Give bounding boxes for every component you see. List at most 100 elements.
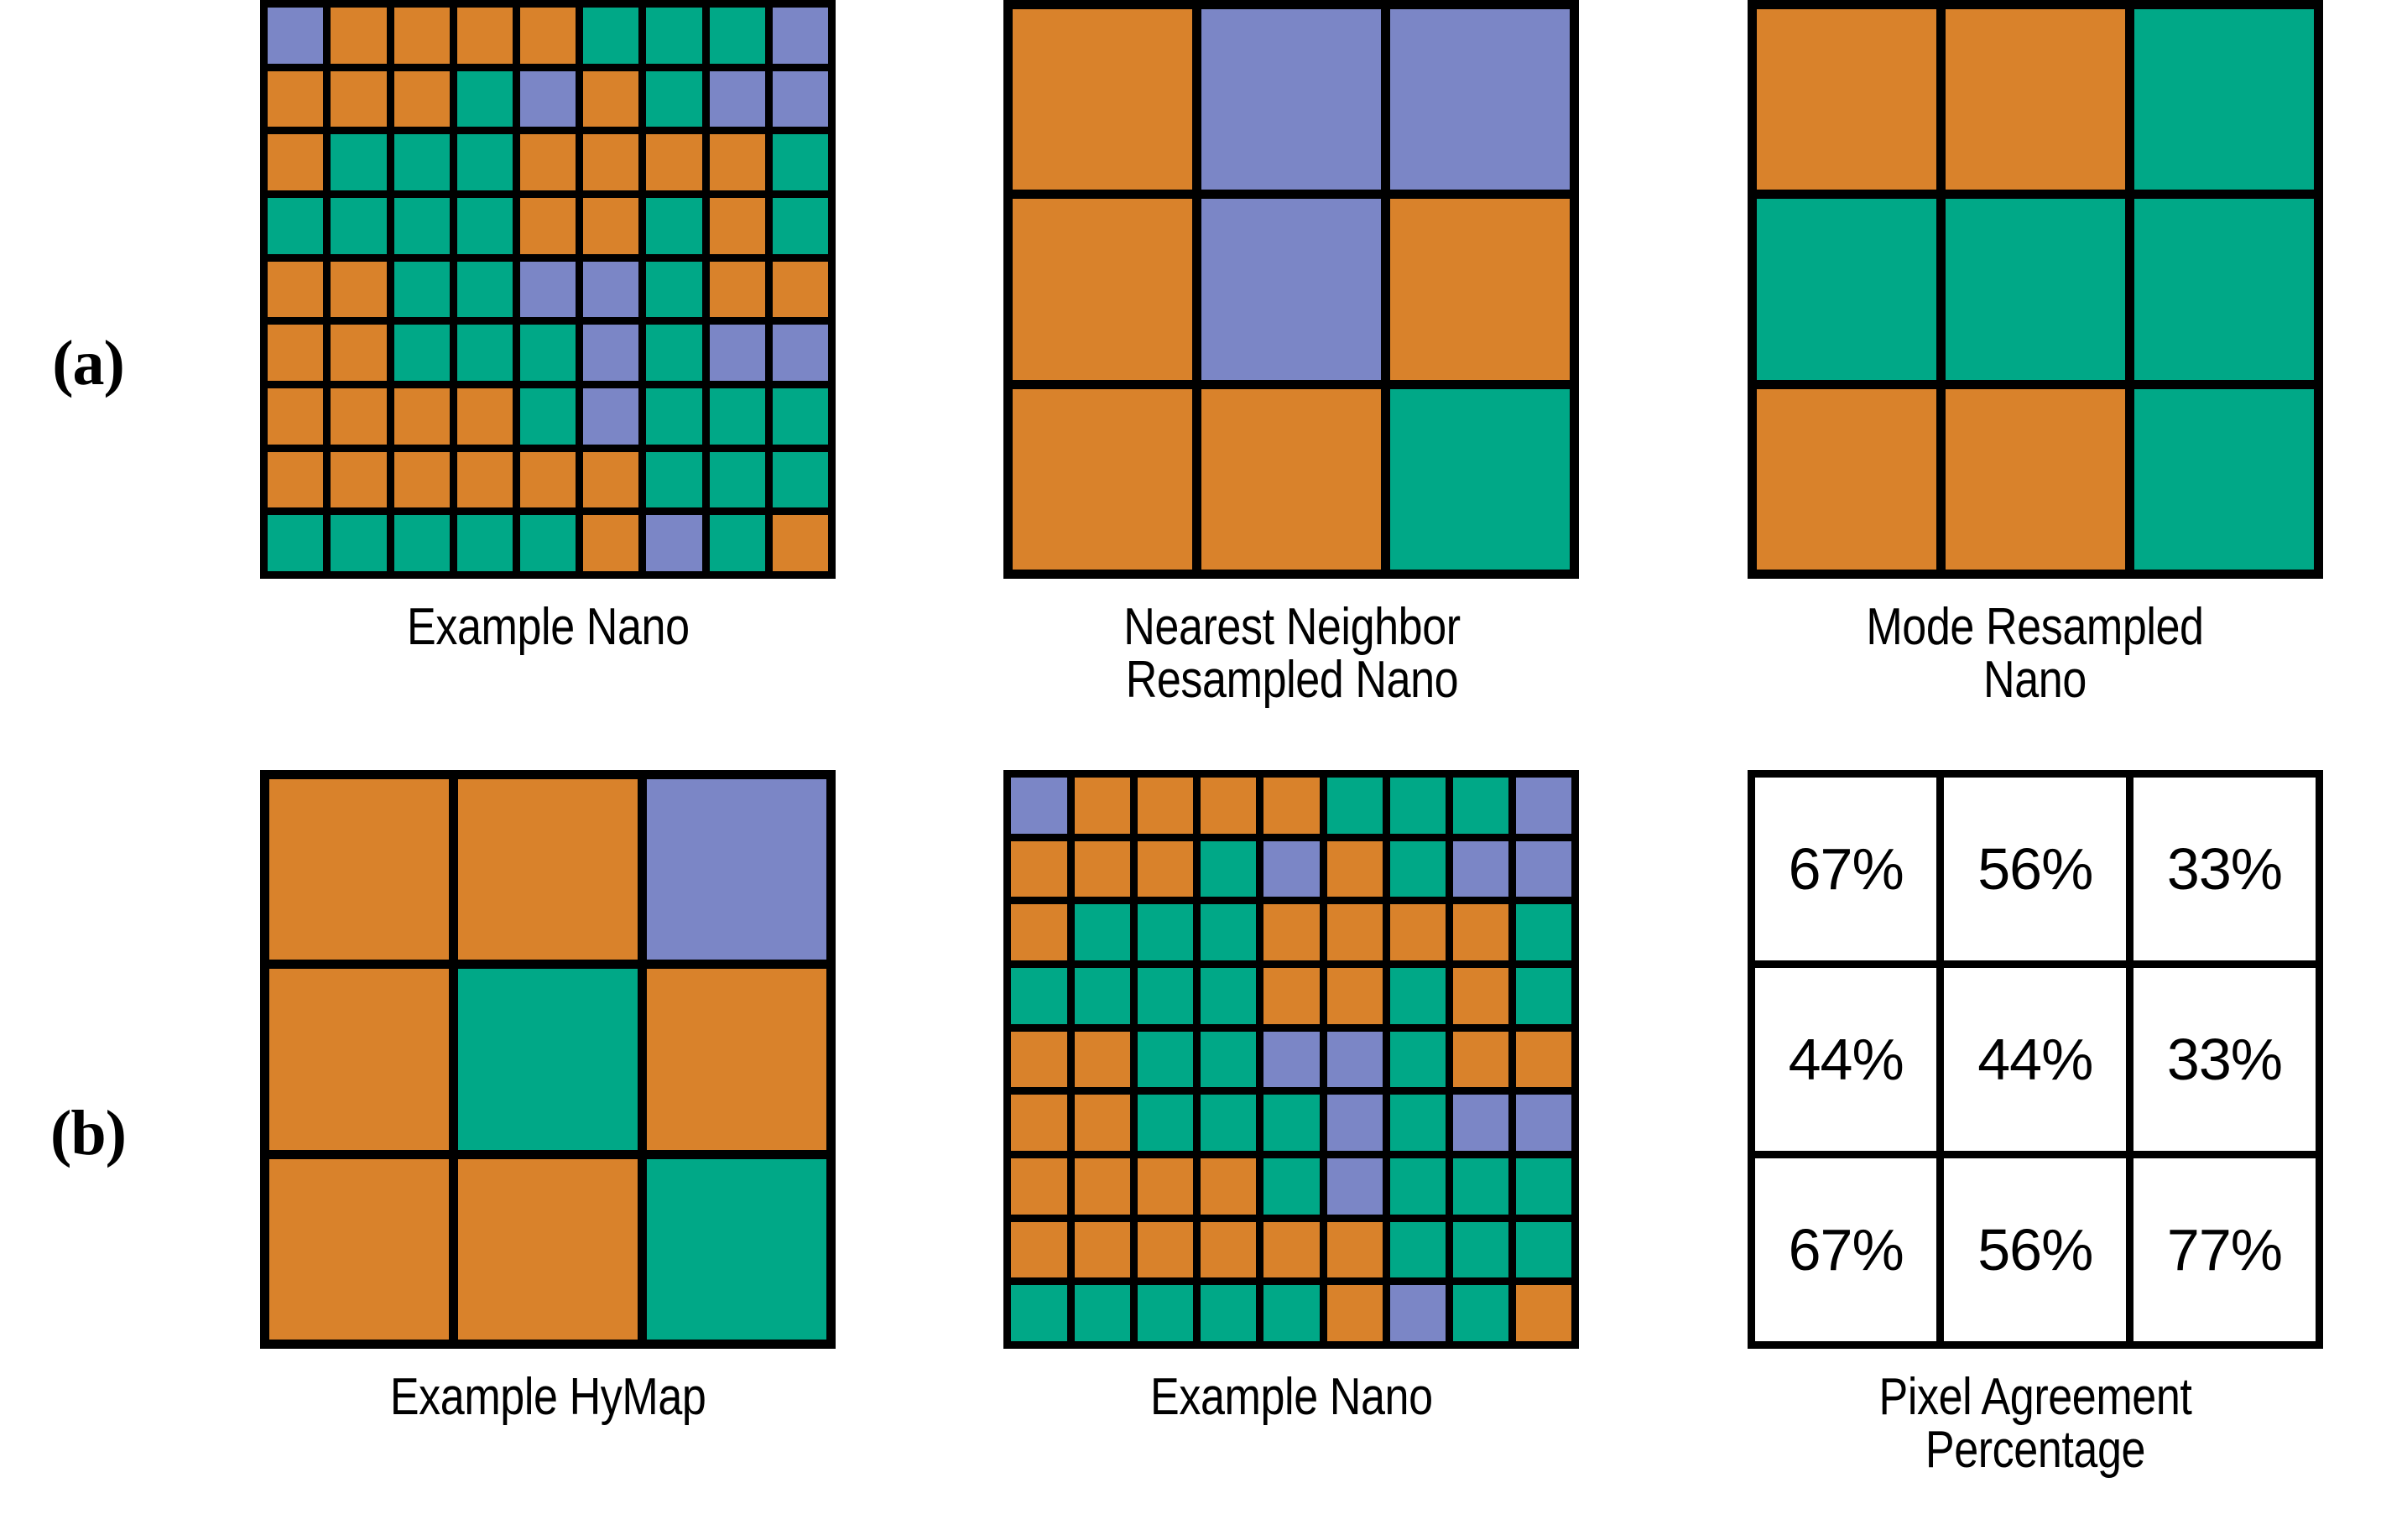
raster-cell (520, 451, 576, 508)
raster-cell (709, 197, 765, 254)
raster-cell (520, 134, 576, 190)
raster-cell (1390, 9, 1571, 190)
raster-cell (583, 325, 639, 381)
pixel-agreement-cell: 77% (2133, 1158, 2316, 1341)
raster-cell (520, 515, 576, 571)
panel-label-b: (b) (50, 1097, 127, 1168)
raster-cell (583, 70, 639, 127)
raster-cell (456, 388, 513, 445)
raster-cell (1137, 1095, 1194, 1151)
raster-cell (1516, 967, 1572, 1024)
raster-cell (1389, 904, 1446, 960)
pixel-agreement-table: 67%56%33%44%44%33%67%56%77% (1747, 770, 2323, 1349)
example-nano-top-caption: Example Nano (406, 598, 690, 656)
raster-cell (1137, 778, 1194, 834)
panel-pixel-agreement: 67%56%33%44%44%33%67%56%77% Pixel Agreem… (1664, 770, 2407, 1540)
raster-cell (1326, 1221, 1383, 1278)
raster-cell (1201, 778, 1257, 834)
raster-cell (1390, 388, 1571, 570)
raster-cell (2133, 199, 2314, 380)
raster-cell (1516, 1221, 1572, 1278)
raster-cell (1326, 1095, 1383, 1151)
raster-cell (583, 388, 639, 445)
raster-cell (1201, 388, 1382, 570)
pixel-agreement-cell: 44% (1944, 968, 2127, 1151)
raster-cell (1201, 904, 1257, 960)
raster-cell (456, 134, 513, 190)
raster-cell (583, 134, 639, 190)
raster-cell (772, 197, 829, 254)
nearest-neighbor-caption: Nearest Neighbor Resampled Nano (1123, 598, 1461, 710)
raster-cell (269, 779, 450, 960)
raster-cell (1326, 1158, 1383, 1215)
raster-cell (646, 70, 702, 127)
raster-cell (1137, 1221, 1194, 1278)
raster-cell (1453, 840, 1509, 897)
raster-cell (1516, 840, 1572, 897)
raster-cell (1263, 1095, 1320, 1151)
raster-cell (1390, 199, 1571, 380)
raster-cell (1326, 967, 1383, 1024)
raster-cell (1516, 1158, 1572, 1215)
raster-cell (1137, 840, 1194, 897)
raster-cell (331, 261, 387, 318)
raster-cell (2133, 388, 2314, 570)
example-hymap-caption: Example HyMap (389, 1368, 706, 1426)
example-nano-bottom-figure (1003, 770, 1580, 1357)
raster-cell (1453, 1221, 1509, 1278)
raster-cell (1945, 388, 2125, 570)
raster-cell (1389, 1095, 1446, 1151)
raster-cell (772, 325, 829, 381)
raster-cell (1453, 778, 1509, 834)
mode-resampled-grid (1747, 0, 2323, 579)
raster-cell (1201, 840, 1257, 897)
raster-cell (331, 70, 387, 127)
raster-cell (1389, 1221, 1446, 1278)
raster-cell (1011, 1031, 1067, 1088)
pixel-agreement-cell: 33% (2133, 778, 2316, 960)
example-nano-bottom-grid (1003, 770, 1580, 1349)
example-hymap-figure (260, 770, 836, 1357)
raster-cell (458, 1158, 638, 1340)
raster-cell (1326, 904, 1383, 960)
raster-cell (1201, 1221, 1257, 1278)
raster-cell (646, 451, 702, 508)
raster-cell (1756, 199, 1936, 380)
raster-cell (268, 388, 324, 445)
raster-cell (1389, 840, 1446, 897)
raster-cell (1074, 1158, 1130, 1215)
raster-cell (709, 515, 765, 571)
raster-cell (1201, 1158, 1257, 1215)
pixel-agreement-figure: 67%56%33%44%44%33%67%56%77% (1747, 770, 2323, 1357)
raster-cell (1945, 199, 2125, 380)
raster-cell (709, 451, 765, 508)
raster-cell (1201, 1285, 1257, 1341)
raster-cell (1263, 1158, 1320, 1215)
raster-cell (1074, 1095, 1130, 1151)
raster-cell (1137, 1158, 1194, 1215)
raster-cell (772, 70, 829, 127)
raster-cell (520, 8, 576, 64)
raster-cell (583, 8, 639, 64)
raster-cell (646, 261, 702, 318)
pixel-agreement-cell: 33% (2133, 968, 2316, 1151)
example-nano-top-grid (260, 0, 836, 579)
raster-cell (393, 261, 450, 318)
raster-cell (1201, 199, 1382, 380)
raster-cell (646, 515, 702, 571)
raster-cell (1263, 1221, 1320, 1278)
raster-cell (583, 451, 639, 508)
raster-cell (1945, 9, 2125, 190)
raster-cell (268, 515, 324, 571)
raster-cell (1074, 967, 1130, 1024)
raster-cell (268, 261, 324, 318)
raster-cell (647, 779, 827, 960)
raster-cell (331, 451, 387, 508)
raster-cell (1453, 1031, 1509, 1088)
raster-cell (583, 515, 639, 571)
panel-label-a: (a) (52, 327, 125, 398)
raster-cell (1326, 778, 1383, 834)
raster-cell (393, 134, 450, 190)
raster-cell (1516, 904, 1572, 960)
